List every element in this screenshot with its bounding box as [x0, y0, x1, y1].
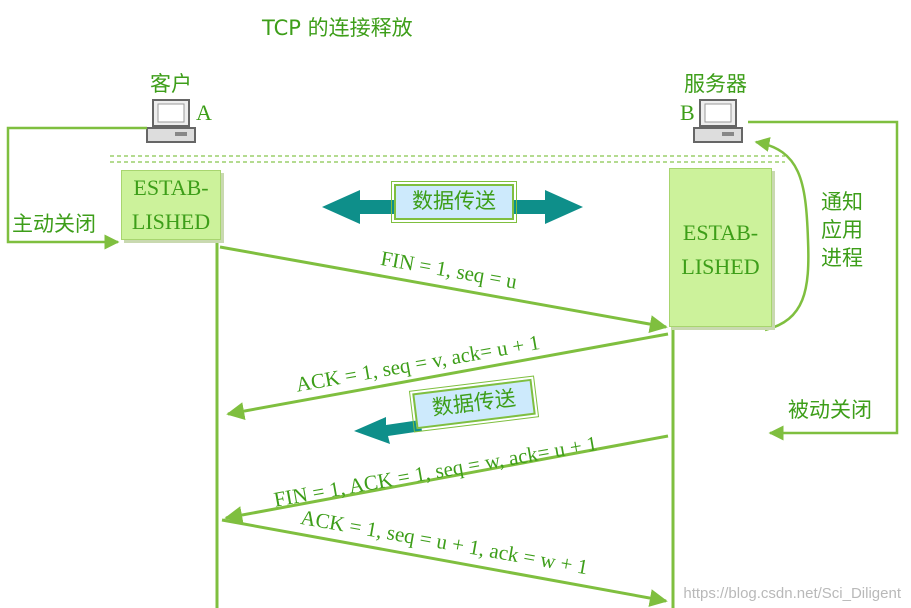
fin-arrow: [219, 245, 668, 333]
notify-app-label: 通知 应用 进程: [821, 188, 863, 272]
passive-close-label: 被动关闭: [788, 398, 872, 422]
active-close-label: 主动关闭: [12, 212, 96, 236]
server-computer-icon: [693, 99, 743, 143]
server-state-box: ESTAB- LISHED: [669, 168, 772, 327]
server-state-line-2: LISHED: [681, 254, 760, 279]
diagram-title: TCP 的连接释放: [262, 16, 413, 40]
notify-line-1: 通知: [821, 190, 863, 214]
watermark: https://blog.csdn.net/Sci_Diligent: [683, 585, 901, 602]
final-ack-arrow: [221, 518, 668, 607]
client-name: 客户: [150, 72, 192, 96]
notify-line-2: 应用: [821, 218, 863, 242]
client-state-box: ESTAB- LISHED: [121, 170, 221, 240]
data-transfer-left-arrow: [354, 417, 422, 444]
client-state-line-2: LISHED: [131, 209, 211, 234]
client-computer-icon: [146, 99, 196, 143]
client-state-line-1: ESTAB-: [133, 175, 209, 200]
notify-app-arrow: [754, 137, 810, 332]
server-name: 服务器: [684, 72, 747, 96]
client-letter: A: [196, 100, 212, 125]
server-state-line-1: ESTAB-: [682, 220, 759, 245]
ack-arrow: [226, 332, 669, 420]
server-letter: B: [680, 100, 695, 125]
passive-close-arrow: [748, 120, 899, 441]
fin-ack-arrow: [224, 434, 669, 524]
active-close-arrow: [6, 126, 147, 250]
notify-line-3: 进程: [821, 246, 863, 270]
data-transfer-label-1: 数据传送: [391, 181, 517, 223]
